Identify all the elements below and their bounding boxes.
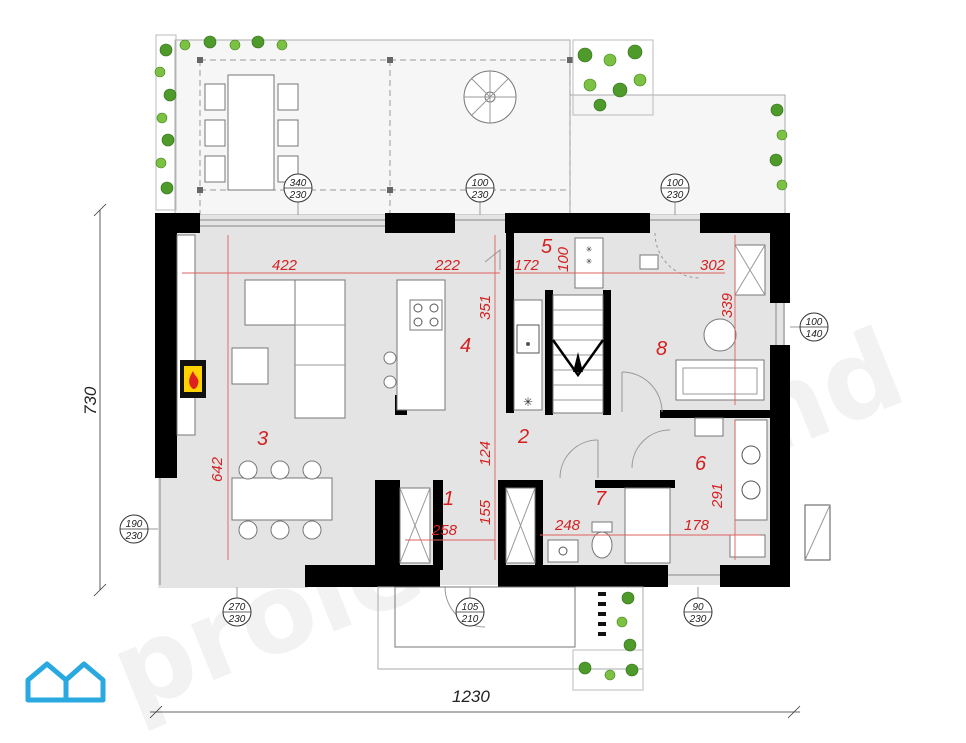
windows	[159, 219, 785, 585]
room-number-2: 2	[517, 426, 529, 448]
dim-422: 422	[272, 257, 298, 274]
fireplace-icon	[184, 366, 202, 392]
overall-dimensions: 730 1230	[81, 203, 801, 719]
dim-248: 248	[554, 517, 581, 534]
house-logo-icon	[25, 661, 106, 703]
room-number-3: 3	[257, 428, 268, 450]
overall-height: 730	[81, 386, 100, 415]
dim-100: 100	[555, 246, 572, 272]
dim-339: 339	[719, 292, 736, 318]
room-number-7: 7	[595, 488, 607, 510]
svg-text:230: 230	[125, 531, 143, 542]
dimension-labels: 422 222 172 100 302 351 339 642 124 155 …	[209, 246, 736, 539]
svg-text:340: 340	[290, 178, 307, 189]
floor	[158, 215, 785, 588]
dim-258: 258	[431, 522, 458, 539]
room-number-6: 6	[695, 453, 707, 475]
terrace-table	[204, 74, 299, 191]
walls	[155, 213, 790, 587]
sofa	[231, 279, 346, 419]
entrance-porch	[377, 586, 644, 670]
kitchen-island	[383, 279, 446, 411]
fireplace	[176, 234, 206, 436]
spiral-stair-icon	[463, 70, 517, 124]
plant-porch	[572, 591, 644, 691]
room-numbers: 1 2 3 4 5 6 7 8	[257, 236, 707, 510]
svg-text:✳: ✳	[586, 245, 593, 254]
opening-bubble: 100 140	[790, 312, 829, 342]
room-number-4: 4	[460, 335, 471, 357]
room-number-5: 5	[541, 236, 553, 258]
sink-icon	[516, 324, 540, 354]
svg-text:230: 230	[228, 614, 246, 625]
dim-178: 178	[684, 517, 710, 534]
opening-bubble: 270 230	[222, 587, 252, 627]
utility-appliances	[694, 417, 831, 561]
plant-left	[154, 34, 177, 211]
kitchen-counter: ✳	[513, 299, 543, 411]
hall-furniture	[639, 244, 766, 401]
opening-bubble: 100 230	[465, 173, 495, 215]
room-number-1: 1	[443, 488, 454, 510]
svg-text:190: 190	[126, 519, 143, 530]
plant-top	[179, 35, 288, 51]
svg-text:230: 230	[666, 190, 684, 201]
dimension-lines	[182, 235, 760, 560]
svg-text:230: 230	[471, 190, 489, 201]
overall-width: 1230	[452, 687, 490, 706]
dim-222: 222	[434, 257, 461, 274]
bathroom-fixtures	[547, 487, 671, 564]
room-number-8: 8	[656, 338, 667, 360]
svg-text:100: 100	[667, 178, 684, 189]
svg-text:210: 210	[461, 614, 479, 625]
svg-text:✳: ✳	[523, 395, 533, 409]
staircase	[551, 294, 605, 414]
pantry-shelves: ✳ ✳	[484, 237, 604, 289]
dim-351: 351	[477, 295, 494, 320]
plant-right	[769, 103, 788, 191]
plants	[154, 34, 788, 691]
svg-text:230: 230	[289, 190, 307, 201]
dim-291: 291	[709, 483, 726, 509]
svg-text:140: 140	[806, 329, 823, 340]
svg-text:100: 100	[472, 178, 489, 189]
door-swings	[444, 232, 701, 628]
svg-text:✳: ✳	[586, 257, 593, 266]
opening-bubble: 100 230	[660, 173, 690, 215]
dining-table	[231, 460, 333, 540]
opening-bubble: 105 210	[455, 587, 485, 627]
svg-text:270: 270	[228, 602, 246, 613]
dim-302: 302	[700, 257, 726, 274]
svg-text:230: 230	[689, 614, 707, 625]
opening-bubble: 340 230	[283, 173, 313, 215]
svg-text:90: 90	[692, 602, 704, 613]
svg-text:105: 105	[462, 602, 479, 613]
svg-text:100: 100	[806, 317, 823, 328]
toilet-icon	[591, 521, 613, 559]
dim-124: 124	[477, 441, 494, 466]
dim-642: 642	[209, 456, 226, 482]
wardrobes	[399, 487, 536, 564]
dim-155: 155	[477, 499, 494, 525]
opening-bubbles: 340 230 100 230 100 230 100 140	[119, 173, 829, 627]
plant-corner	[572, 39, 654, 116]
opening-bubble: 90 230	[683, 587, 713, 627]
dim-172: 172	[514, 257, 540, 274]
stove-icon	[409, 299, 443, 331]
opening-bubble: 190 230	[119, 514, 158, 544]
